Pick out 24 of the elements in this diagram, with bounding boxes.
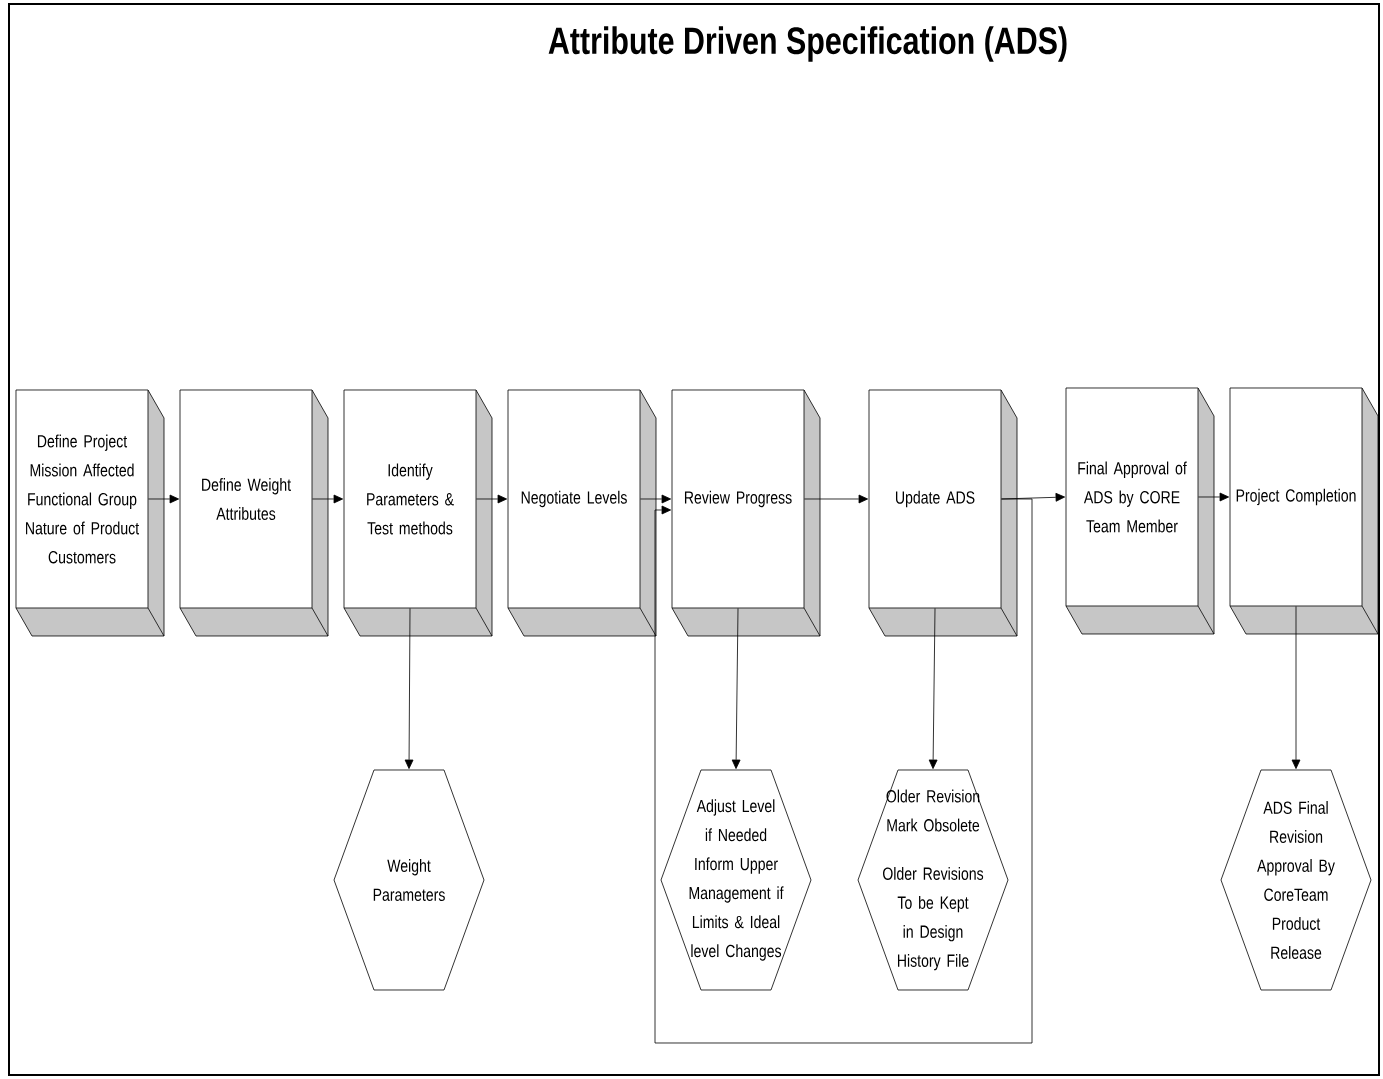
hexagon: Adjust Level if Needed Inform Upper Management if Limits & Ideal level Changes [660,769,812,991]
arrow [640,494,672,504]
title: Attribute Driven Specification (ADS) [548,26,1067,62]
process-box: Final Approval of ADS by CORE Team Member [1065,387,1215,635]
arrow [312,494,344,504]
hexagon: Weight Parameters [333,769,485,991]
arrow [654,498,1033,1044]
arrow [928,608,938,769]
hexagon: Older Revision Mark Obsolete Older Revisions To be Kept in Design History File [857,769,1009,991]
process-box: Project Completion [1229,387,1379,635]
hexagon: ADS Final Revision Approval By CoreTeam Product Release [1220,769,1372,991]
process-box: Define Project Mission Affected Functional Group Nature of Product Customers [15,389,165,637]
process-box: Update ADS [868,389,1018,637]
arrow [476,494,508,504]
arrow [1198,492,1230,502]
arrow [1291,606,1301,769]
process-box: Define Weight Attributes [179,389,329,637]
arrow [731,608,741,769]
arrow [404,608,414,769]
process-box: Identify Parameters & Test methods [343,389,493,637]
arrow [148,494,180,504]
arrow [804,494,869,504]
process-box: Negotiate Levels [507,389,657,637]
process-box: Review Progress [671,389,821,637]
